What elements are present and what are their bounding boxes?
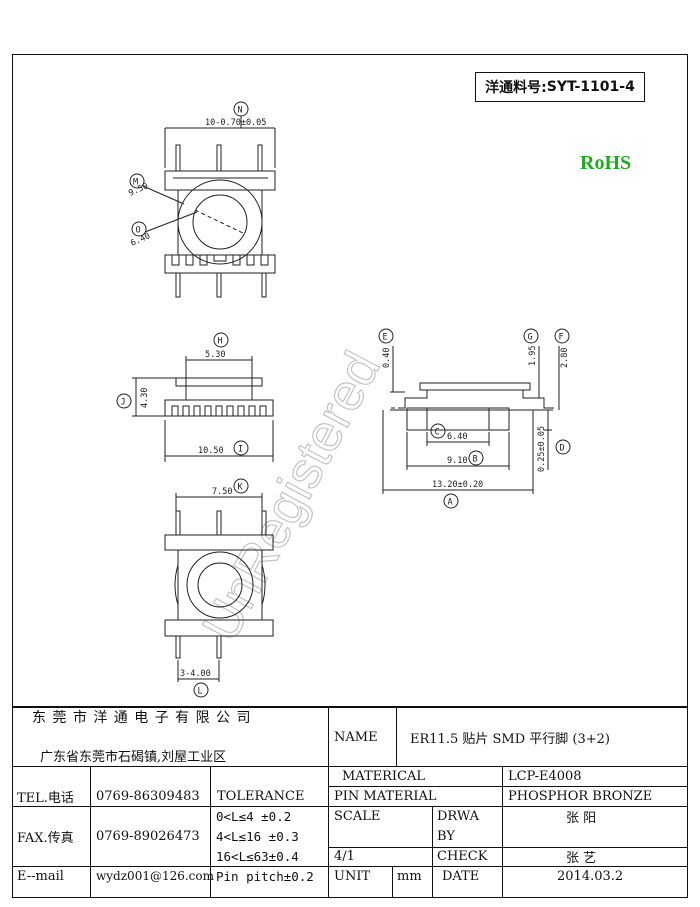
svg-text:N: N: [238, 106, 243, 116]
unit-label: UNIT: [334, 868, 371, 884]
dim-B: 9.10: [447, 456, 467, 466]
material-label: MATERICAL: [342, 768, 426, 784]
dim-O: 6.40: [129, 231, 152, 248]
unit-value: mm: [397, 868, 422, 884]
tolerance-row-4: Pin pitch±0.2: [216, 868, 314, 884]
drawn-label-2: BY: [437, 828, 455, 844]
dim-F: 2.80: [560, 348, 570, 368]
pin-material-value: PHOSPHOR BRONZE: [508, 788, 653, 804]
svg-text:E: E: [383, 333, 388, 343]
dim-K: 7.50: [212, 487, 232, 497]
dim-N: 10-0.70±0.05: [205, 118, 266, 128]
dim-C: 6.40: [447, 432, 467, 442]
drawn-value: 张 阳: [566, 810, 597, 826]
dim-E: 0.40: [382, 348, 392, 368]
dim-A: 13.20±0.20: [432, 480, 483, 490]
date-value: 2014.03.2: [557, 868, 624, 884]
drawn-label-1: DRWA: [437, 808, 480, 824]
front-view: H 5.30 J 4.30 10.50 I: [116, 332, 274, 462]
dim-H: 5.30: [205, 350, 225, 360]
part-number-label: 洋通料号:: [485, 80, 547, 96]
tolerance-row-2: 4<L≤16 ±0.3: [216, 828, 299, 844]
email-label: E--mail: [17, 868, 64, 884]
tolerance-row-1: 0<L≤4 ±0.2: [216, 808, 292, 824]
svg-text:B: B: [473, 455, 478, 465]
tel-label: TEL.电话: [17, 790, 74, 806]
svg-text:F: F: [559, 333, 564, 343]
tel-value: 0769-86309483: [96, 788, 200, 804]
pin-material-label: PIN MATERIAL: [334, 788, 437, 804]
part-number-box: 洋通料号: SYT-1101-4: [475, 72, 645, 102]
dim-D: 0.25±0.05: [537, 426, 547, 472]
svg-text:I: I: [238, 445, 243, 455]
svg-text:D: D: [560, 444, 565, 454]
fax-label: FAX.传真: [17, 830, 74, 846]
side-view: E 0.40 G 1.95 F 2.80 C 6.40 0.25±0.05 D …: [378, 328, 571, 509]
svg-text:H: H: [218, 337, 223, 347]
drawing-frame: [12, 54, 688, 898]
name-value: ER11.5 贴片 SMD 平行脚 (3+2): [410, 731, 610, 747]
tolerance-label: TOLERANCE: [217, 788, 305, 804]
dim-L: 3-4.00: [180, 669, 211, 679]
date-label: DATE: [442, 868, 480, 884]
svg-text:G: G: [528, 333, 533, 343]
company-name: 东 莞 市 洋 通 电 子 有 限 公 司: [32, 710, 252, 726]
svg-text:C: C: [435, 428, 440, 438]
svg-text:K: K: [238, 483, 244, 493]
check-label: CHECK: [437, 849, 488, 864]
rohs-mark: RoHS: [580, 152, 632, 174]
dim-I: 10.50: [198, 446, 224, 456]
scale-label: SCALE: [334, 808, 381, 824]
check-value: 张 艺: [566, 851, 597, 866]
svg-text:O: O: [136, 226, 141, 236]
title-block: 东 莞 市 洋 通 电 子 有 限 公 司 广东省东莞市石碣镇,刘屋工业区 NA…: [12, 706, 688, 898]
fax-value: 0769-89026473: [96, 828, 200, 844]
dim-J: 4.30: [140, 388, 150, 408]
name-label: NAME: [334, 729, 378, 745]
tolerance-row-3: 16<L≤63±0.4: [216, 848, 299, 864]
bottom-view: 7.50 K 3-4.00 L: [164, 478, 274, 698]
top-view: N 10-0.70±0.05 M 9.50 O 6.40: [127, 101, 276, 298]
svg-text:A: A: [448, 498, 453, 508]
svg-text:J: J: [121, 398, 126, 408]
scale-value: 4/1: [334, 849, 355, 864]
part-number-value: SYT-1101-4: [546, 79, 635, 95]
email-value: wydz001@126.com: [96, 869, 215, 883]
svg-text:L: L: [198, 687, 203, 697]
material-value: LCP-E4008: [508, 768, 582, 784]
dim-G: 1.95: [528, 346, 538, 366]
company-address: 广东省东莞市石碣镇,刘屋工业区: [40, 749, 227, 765]
svg-text:M: M: [133, 178, 138, 188]
